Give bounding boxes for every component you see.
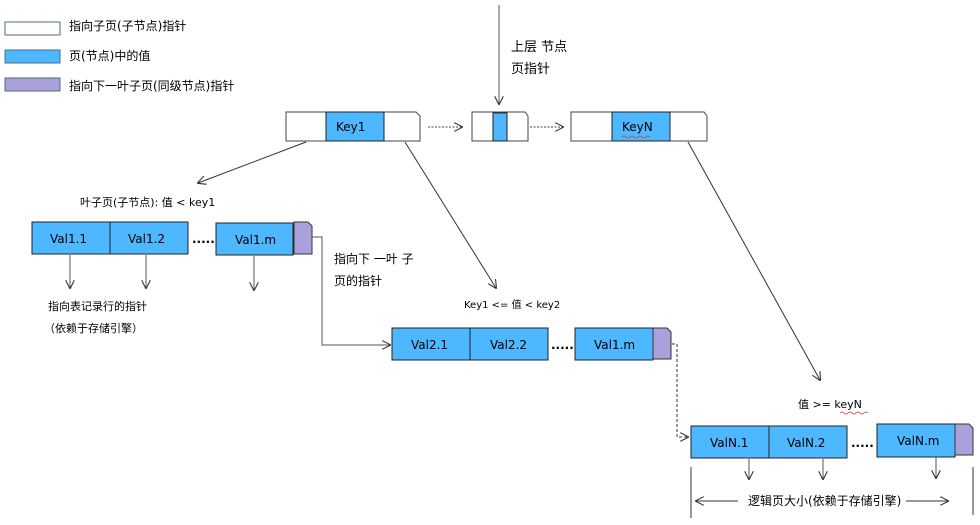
key1-cell: [325, 111, 385, 142]
middle-key-cell: [492, 112, 508, 142]
child-pointer-leaf1: [198, 141, 307, 183]
row-pointer-label-2: （依赖于存储引擎）: [44, 322, 143, 335]
leafN-value-2: ValN.2: [787, 436, 826, 450]
next-leaf-label-1: 指向下 一叶 子: [334, 252, 414, 266]
leafN-condition: 值 >= keyN: [798, 398, 862, 411]
legend-swatch-child-pointer: [4, 21, 61, 36]
leaf-page-1: [31, 221, 313, 256]
child-pointer-leafN: [687, 141, 820, 380]
page-size-label: 逻辑页大小(依赖于存储引擎): [748, 494, 902, 508]
leaf2-value-m: Val1.m: [594, 338, 636, 352]
next-leaf-pointer-2: [672, 343, 688, 437]
leaf2-value-2: Val2.2: [490, 338, 528, 352]
leafN-value-m: ValN.m: [897, 434, 940, 448]
leafN-ellipsis: .....: [851, 436, 874, 450]
next-leaf-pointer-1: [312, 236, 390, 345]
leafN-value-1: ValN.1: [710, 436, 749, 450]
leaf-page-N: [690, 423, 974, 459]
key1-label: Key1: [336, 120, 366, 134]
child-pointer-leaf2: [404, 141, 496, 288]
row-pointer-label-1: 指向表记录行的指针: [48, 300, 147, 313]
leaf1-value-1: Val1.1: [50, 232, 88, 246]
legend-label-value: 页(节点)中的值: [69, 49, 151, 63]
legend-swatch-value: [4, 49, 61, 64]
next-leaf-label-2: 页的指针: [334, 274, 383, 288]
upper-pointer-label-2: 页指针: [511, 62, 551, 77]
leaf1-value-2: Val1.2: [128, 232, 166, 246]
leaf2-value-1: Val2.1: [411, 338, 449, 352]
leaf1-condition: 叶子页(子节点): 值 < key1: [80, 196, 216, 209]
leaf-page-2: [391, 327, 672, 361]
leaf2-ellipsis: .....: [551, 338, 574, 352]
keyN-label: KeyN: [622, 120, 653, 134]
legend-label-child-pointer: 指向子页(子节点)指针: [69, 19, 187, 33]
root-node-key1: [285, 111, 421, 142]
leaf1-ellipsis: .....: [192, 232, 215, 246]
leaf2-condition: Key1 <= 值 < key2: [464, 300, 561, 311]
upper-pointer-label-1: 上层 节点: [511, 40, 568, 55]
legend-label-leaf-pointer: 指向下一叶子页(同级节点)指针: [69, 79, 235, 93]
root-node-keyN: [570, 111, 708, 142]
legend-swatch-leaf-pointer: [4, 77, 61, 92]
leaf1-value-m: Val1.m: [235, 233, 277, 247]
root-node-middle: [471, 111, 529, 142]
